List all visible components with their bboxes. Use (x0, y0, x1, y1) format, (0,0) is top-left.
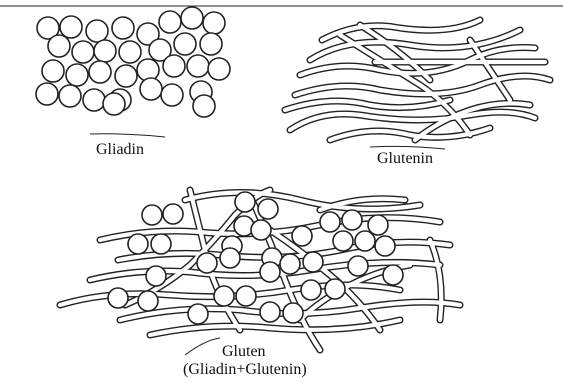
gluten-composition-label: (Gliadin+Glutenin) (183, 361, 307, 379)
glutenin-label: Glutenin (377, 150, 433, 168)
glutenin-strands (285, 20, 550, 140)
gliadin-label: Gliadin (96, 141, 144, 159)
gliadin-underline (90, 134, 165, 137)
gluten-label: Gluten (222, 343, 266, 361)
glutenin-underline (370, 146, 445, 149)
gliadin-spheres (36, 7, 230, 117)
gluten-underline (185, 338, 220, 355)
